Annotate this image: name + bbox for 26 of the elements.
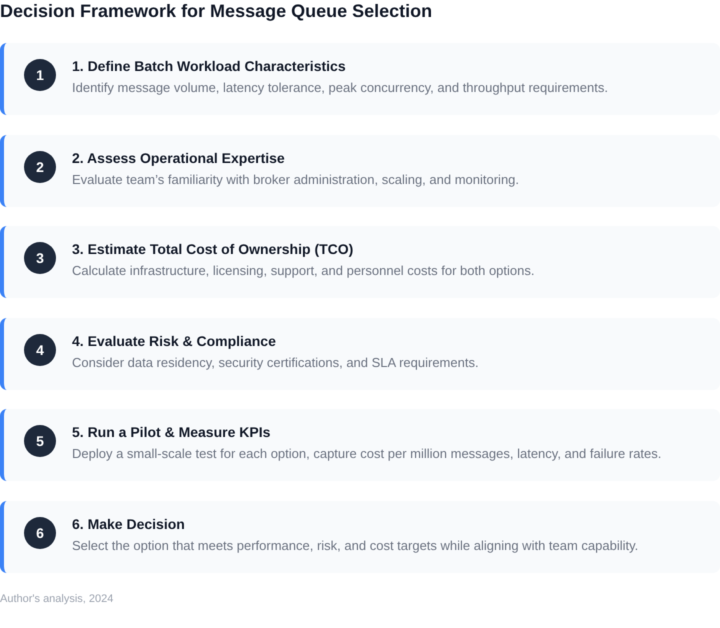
step-number: 3	[24, 242, 56, 274]
diagram-title: Decision Framework for Message Queue Selection	[0, 0, 432, 22]
step-number: 1	[24, 59, 56, 91]
step-number: 5	[24, 425, 56, 458]
step-number: 4	[24, 334, 56, 366]
step-description: Consider data residency, security certifications, and SLA requirements.	[72, 354, 479, 371]
step-description: Select the option that meets performance, risk, and cost targets while aligning with team capability.	[72, 538, 638, 554]
step-card	[0, 409, 720, 482]
source-caption: Author's analysis, 2024	[0, 592, 114, 606]
step-card	[0, 134, 720, 207]
step-heading: 1. Define Batch Workload Characteristics	[72, 58, 346, 75]
step-card	[0, 318, 720, 390]
step-heading: 6. Make Decision	[72, 516, 185, 533]
step-description: Evaluate team’s familiarity with broker administration, scaling, and monitoring.	[72, 172, 520, 188]
step-heading: 2. Assess Operational Expertise	[72, 150, 285, 167]
step-number: 2	[24, 150, 56, 183]
step-description: Deploy a small-scale test for each option, capture cost per million messages, latency, and failure rates.	[72, 446, 662, 462]
step-description: Calculate infrastructure, licensing, support, and personnel costs for both options.	[72, 263, 534, 280]
step-heading: 3. Estimate Total Cost of Ownership (TCO)	[72, 241, 354, 258]
step-card	[0, 501, 720, 573]
step-heading: 5. Run a Pilot & Measure KPIs	[72, 424, 270, 442]
step-number: 6	[24, 517, 56, 549]
step-card	[0, 43, 720, 115]
step-description: Identify message volume, latency tolerance, peak concurrency, and throughput requirements.	[72, 80, 608, 96]
step-heading: 4. Evaluate Risk & Compliance	[72, 332, 276, 350]
step-card	[0, 226, 720, 298]
